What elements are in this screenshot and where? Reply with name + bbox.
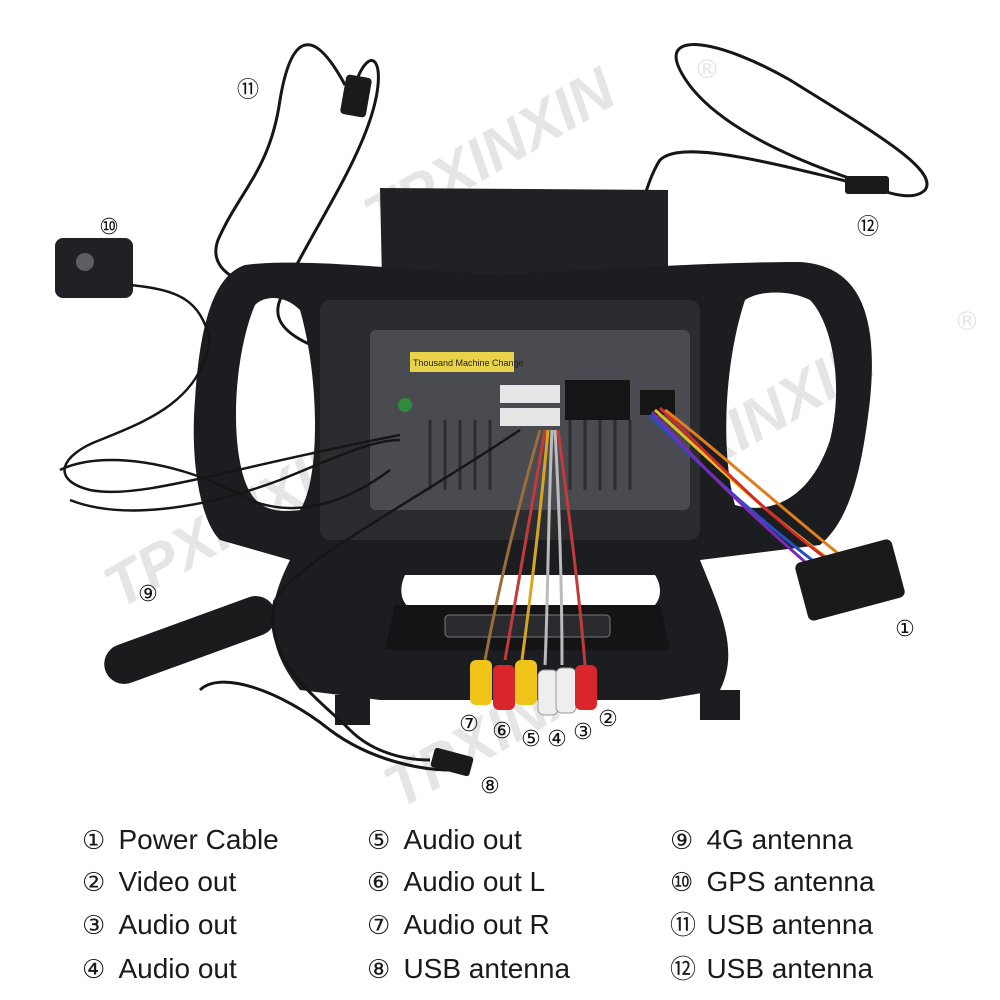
legend-number: ⑦ bbox=[367, 911, 391, 941]
registered-mark-1: ® bbox=[694, 55, 720, 85]
legend-number: ⑪ bbox=[670, 911, 697, 941]
rca-plug-5 bbox=[515, 660, 537, 705]
callout-7: ⑦ bbox=[459, 712, 479, 737]
legend-item-10: ⑩ GPS antenna bbox=[670, 862, 875, 902]
device-tag bbox=[410, 352, 514, 372]
registered-mark-2: ® bbox=[954, 307, 980, 337]
rca-wires bbox=[483, 429, 587, 666]
legend-label: Audio out bbox=[118, 953, 237, 984]
legend-number: ③ bbox=[82, 911, 106, 941]
legend-item-9: ⑨ 4G antenna bbox=[670, 820, 853, 860]
legend-label: GPS antenna bbox=[706, 866, 875, 897]
legend-label: Audio out L bbox=[403, 866, 546, 897]
legend-number: ① bbox=[82, 826, 106, 856]
rca-plug-2 bbox=[575, 665, 597, 710]
rca-plug-4 bbox=[537, 669, 559, 716]
legend-number: ⑥ bbox=[367, 868, 391, 898]
legend-label: Audio out R bbox=[403, 909, 550, 940]
legend-label: Audio out bbox=[118, 909, 237, 940]
power-harness-wires bbox=[648, 406, 841, 577]
legend-label: USB antenna bbox=[706, 909, 874, 940]
legend-item-4: ④ Audio out bbox=[82, 949, 237, 989]
legend-number: ② bbox=[82, 868, 106, 898]
callout-2: ② bbox=[598, 707, 618, 732]
usb-connector-11 bbox=[340, 74, 372, 118]
cable-4g-antenna bbox=[273, 428, 521, 601]
legend-number: ⑨ bbox=[670, 826, 694, 856]
callout-3: ③ bbox=[573, 720, 593, 745]
device-tag-text: Thousand Machine Change bbox=[413, 358, 524, 368]
legend-number: ⑫ bbox=[670, 955, 697, 985]
callout-9: ⑨ bbox=[138, 582, 158, 607]
harness-socket-black bbox=[565, 380, 630, 420]
legend-item-6: ⑥ Audio out L bbox=[367, 862, 545, 902]
legend-item-8: ⑧ USB antenna bbox=[367, 949, 570, 989]
power-connector bbox=[795, 539, 905, 621]
usb-connector-8 bbox=[430, 747, 474, 777]
mount-tab-right bbox=[700, 690, 740, 720]
legend-number: ⑧ bbox=[367, 955, 391, 985]
green-button bbox=[398, 398, 412, 412]
gps-logo bbox=[76, 253, 94, 271]
legend-item-11: ⑪ USB antenna bbox=[670, 905, 873, 945]
callout-1: ① bbox=[895, 617, 915, 642]
legend-label: Video out bbox=[118, 866, 237, 897]
harness-socket-white-1 bbox=[500, 385, 560, 403]
legend-item-7: ⑦ Audio out R bbox=[367, 905, 550, 945]
legend-item-2: ② Video out bbox=[82, 862, 236, 902]
legend-label: 4G antenna bbox=[706, 824, 853, 855]
callout-10: ⑩ bbox=[99, 215, 119, 240]
legend-label: Power Cable bbox=[118, 824, 279, 855]
harness-socket-white-2 bbox=[500, 408, 560, 426]
rca-plug-7 bbox=[470, 660, 492, 705]
gps-antenna-puck bbox=[55, 238, 133, 298]
cable-usb-antenna-8 bbox=[198, 599, 451, 772]
legend-item-1: ① Power Cable bbox=[82, 820, 279, 860]
legend-item-5: ⑤ Audio out bbox=[367, 820, 522, 860]
cable-gps-antenna bbox=[59, 283, 401, 512]
legend-label: USB antenna bbox=[403, 953, 571, 984]
rca-plug-3 bbox=[555, 667, 577, 714]
legend-number: ④ bbox=[82, 955, 106, 985]
callout-12: ⑫ bbox=[856, 215, 879, 240]
legend-number: ⑩ bbox=[670, 868, 694, 898]
callout-8: ⑧ bbox=[480, 774, 500, 799]
usb-connector-12 bbox=[845, 176, 889, 194]
legend-item-3: ③ Audio out bbox=[82, 905, 237, 945]
legend-item-12: ⑫ USB antenna bbox=[670, 949, 873, 989]
callout-4: ④ bbox=[547, 727, 567, 752]
product-photo: TPXINXIN TPXINXIN TPXINXIN TPXINXIN ® ® … bbox=[55, 43, 980, 810]
legend-label: Audio out bbox=[403, 824, 522, 855]
callout-5: ⑤ bbox=[521, 727, 541, 752]
4g-antenna-stick bbox=[104, 596, 276, 684]
callout-6: ⑥ bbox=[492, 719, 512, 744]
rca-plugs bbox=[470, 660, 597, 716]
callout-11: ⑪ bbox=[236, 78, 259, 103]
legend-number: ⑤ bbox=[367, 826, 391, 856]
rca-plug-6 bbox=[493, 665, 515, 710]
legend: ① Power Cable ② Video out ③ Audio out ④ … bbox=[0, 815, 1000, 1000]
screen-back bbox=[380, 188, 668, 282]
legend-label: USB antenna bbox=[706, 953, 874, 984]
